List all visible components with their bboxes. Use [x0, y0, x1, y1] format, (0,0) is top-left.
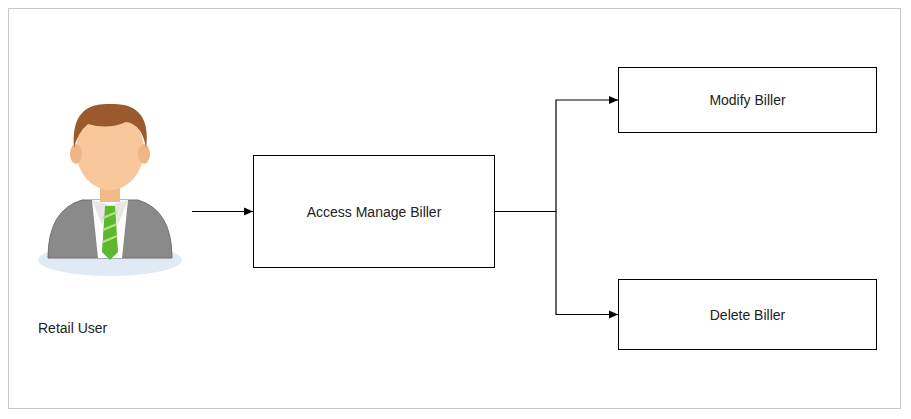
flow-arrow — [495, 212, 618, 315]
box-label: Modify Biller — [709, 92, 785, 108]
actor-label: Retail User — [38, 320, 107, 336]
process-box: Access Manage Biller — [253, 155, 495, 268]
flow-arrow — [192, 211, 253, 212]
user-figure — [30, 20, 190, 280]
process-box: Delete Biller — [618, 279, 877, 350]
flow-arrow — [495, 100, 618, 212]
box-label: Delete Biller — [710, 307, 785, 323]
process-box: Modify Biller — [618, 67, 877, 133]
box-label: Access Manage Biller — [307, 204, 442, 220]
actor-node: Retail User — [30, 20, 190, 340]
